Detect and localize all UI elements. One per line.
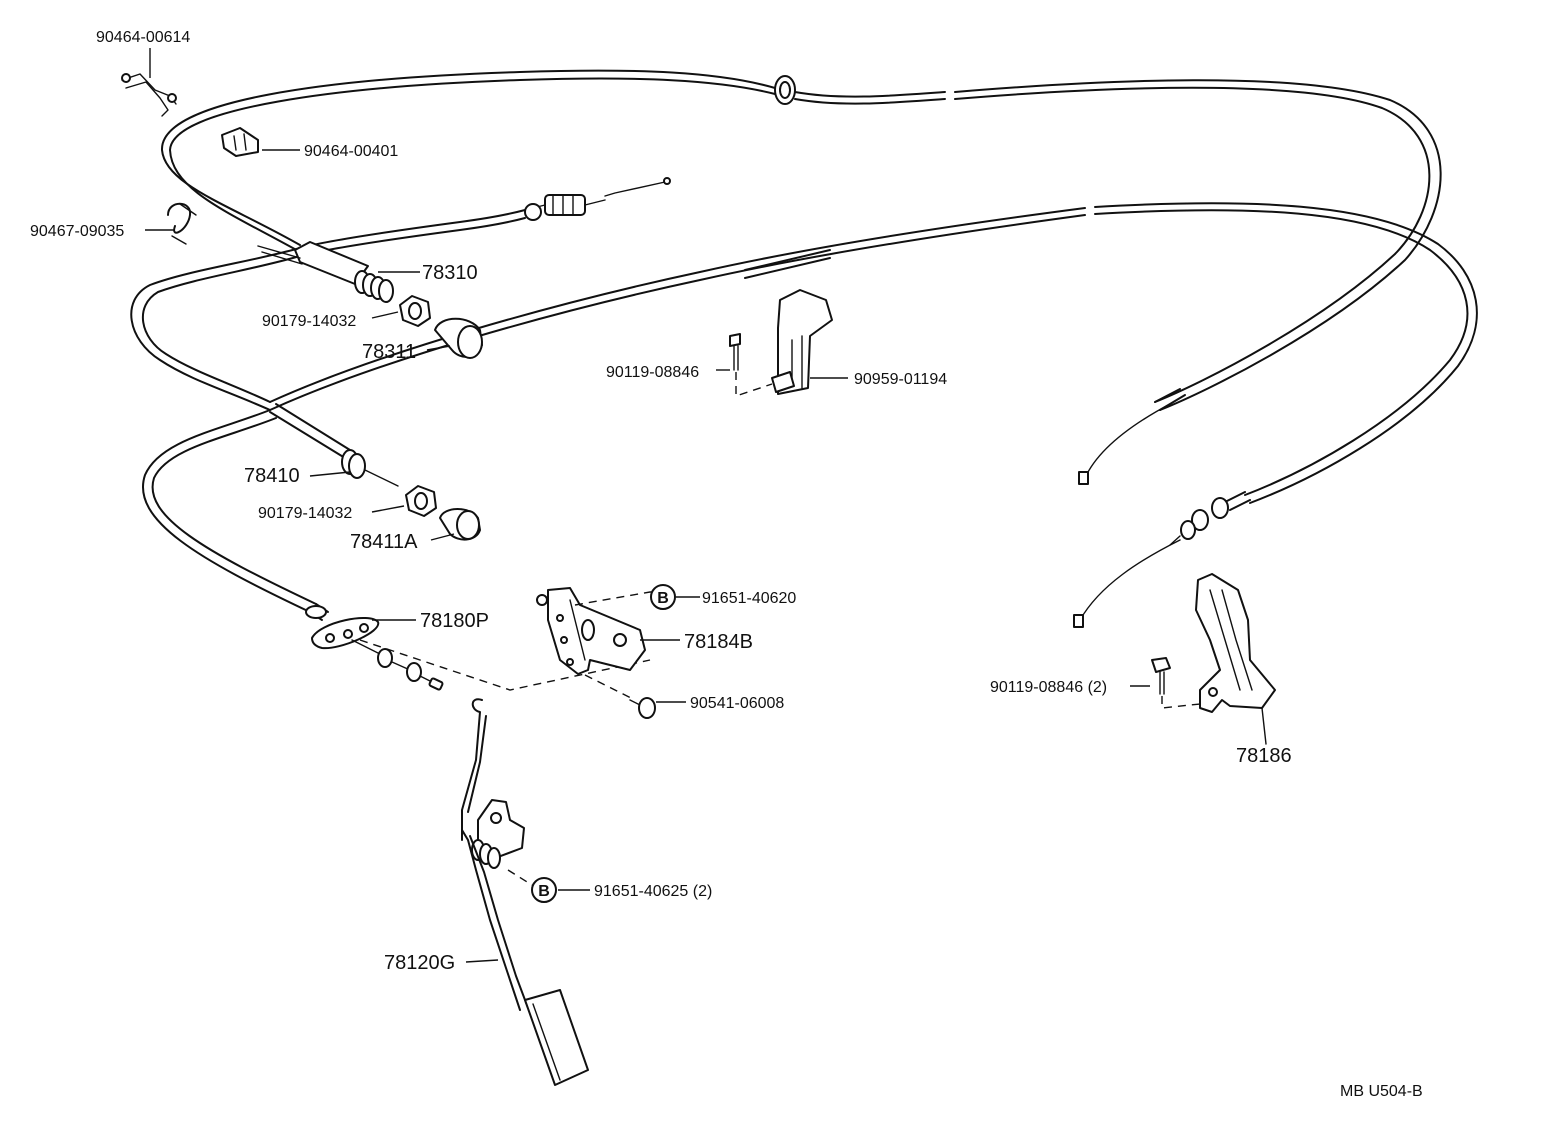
label-91651-40620: 91651-40620 bbox=[702, 590, 796, 607]
label-78184b: 78184B bbox=[684, 631, 753, 653]
cable-78410-assembly bbox=[269, 403, 399, 487]
lower-right-fittings bbox=[1169, 491, 1251, 546]
label-90959-01194: 90959-01194 bbox=[854, 371, 947, 388]
clamp-90467-09035 bbox=[167, 202, 197, 245]
clip-90464-00614 bbox=[121, 73, 177, 117]
label-90179-14032-lower: 90179-14032 bbox=[258, 505, 352, 522]
cap-78411a bbox=[439, 508, 481, 541]
cable-78310-assembly bbox=[257, 177, 671, 303]
upper-cable bbox=[160, 69, 1442, 485]
callout-b-lower: B bbox=[531, 877, 557, 903]
diagram-code: MB U504-B bbox=[1340, 1083, 1423, 1100]
bracket-78184b bbox=[536, 587, 655, 701]
pedal-78120g bbox=[461, 698, 589, 1086]
label-78411a: 78411A bbox=[350, 531, 418, 553]
label-90179-14032-upper: 90179-14032 bbox=[262, 313, 356, 330]
label-90464-00614: 90464-00614 bbox=[96, 29, 190, 46]
label-78180p: 78180P bbox=[420, 610, 489, 632]
label-90464-00401: 90464-00401 bbox=[304, 143, 398, 160]
nut-90179-upper bbox=[399, 295, 431, 327]
cap-78311 bbox=[434, 317, 483, 359]
cable-grommet bbox=[774, 75, 796, 105]
label-78310: 78310 bbox=[422, 262, 478, 284]
label-78311: 78311 bbox=[362, 341, 416, 363]
middle-cable bbox=[130, 202, 1478, 628]
leader-lines bbox=[145, 48, 1150, 963]
callout-b-upper: B bbox=[650, 584, 676, 610]
label-91651-40625: 91651-40625 (2) bbox=[594, 883, 712, 900]
label-78120g: 78120G bbox=[384, 952, 455, 974]
clamp-90464-00401 bbox=[221, 127, 259, 157]
label-90119-08846-upper: 90119-08846 bbox=[606, 364, 699, 381]
bracket-90959-01194 bbox=[729, 289, 833, 397]
lever-78180p bbox=[305, 603, 651, 691]
label-90119-08846-lower: 90119-08846 (2) bbox=[990, 679, 1107, 696]
label-78410: 78410 bbox=[244, 465, 300, 487]
lower-cable bbox=[142, 409, 317, 613]
label-90541-06008: 90541-06008 bbox=[690, 695, 784, 712]
label-90467-09035: 90467-09035 bbox=[30, 223, 124, 240]
screw-90541-06008 bbox=[629, 697, 656, 719]
part-labels: 90464-00614 90464-00401 90467-09035 7831… bbox=[30, 29, 1423, 1100]
svg-text:B: B bbox=[657, 590, 669, 607]
label-78186: 78186 bbox=[1236, 745, 1292, 767]
bracket-78186 bbox=[1151, 573, 1276, 745]
nut-90179-lower bbox=[405, 485, 437, 517]
svg-text:B: B bbox=[538, 883, 550, 900]
